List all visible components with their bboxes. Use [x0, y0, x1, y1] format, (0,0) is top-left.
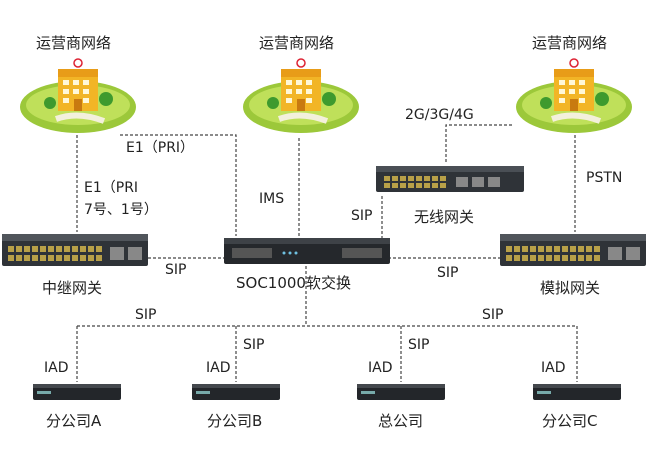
carrier-network-icon	[516, 58, 632, 133]
analog-gateway-device	[500, 234, 646, 266]
iad-device	[533, 384, 621, 400]
iad-label: IAD	[44, 360, 69, 376]
iad-label: IAD	[541, 360, 566, 376]
mobile-link-label: 2G/3G/4G	[405, 107, 474, 123]
e1-pri-signaling-label: E1（PRI	[84, 180, 139, 196]
analog-gateway-label: 模拟网关	[540, 279, 601, 297]
carrier-label: 运营商网络	[36, 34, 112, 52]
sip-branch-left-label: SIP	[135, 307, 157, 323]
carrier-label: 运营商网络	[259, 34, 335, 52]
wireless-gateway-device	[376, 166, 524, 192]
trunk-gateway-device	[2, 234, 148, 266]
iad-label: IAD	[368, 360, 393, 376]
branch-c-label: 分公司C	[542, 412, 598, 430]
sip-branch-right-label: SIP	[482, 307, 504, 323]
carrier-network-icon	[243, 58, 359, 133]
ims-link-label: IMS	[259, 191, 285, 207]
iad-label: IAD	[206, 360, 231, 376]
headquarters-label: 总公司	[378, 412, 424, 430]
carrier-label: 运营商网络	[532, 34, 608, 52]
sip-analog-label: SIP	[437, 265, 459, 281]
sip-hq-label: SIP	[408, 337, 430, 353]
wireless-gateway-label: 无线网关	[414, 208, 475, 226]
iad-device	[33, 384, 121, 400]
iad-device	[192, 384, 280, 400]
branch-b-label: 分公司B	[207, 412, 263, 430]
pstn-link-label: PSTN	[586, 170, 623, 186]
trunk-gateway-label: 中继网关	[42, 279, 103, 297]
iad-device	[357, 384, 445, 400]
branch-a-label: 分公司A	[46, 412, 102, 430]
carrier-network-icon	[20, 58, 136, 133]
softswitch-label: SOC1000软交换	[236, 274, 351, 292]
sip-trunk-label: SIP	[165, 262, 187, 278]
e1-signaling-types-label: 7号、1号）	[84, 202, 158, 218]
sip-wireless-label: SIP	[351, 208, 373, 224]
softswitch-server	[224, 238, 390, 264]
sip-branch-b-label: SIP	[243, 337, 265, 353]
e1-pri-link-label: E1（PRI）	[126, 140, 195, 156]
